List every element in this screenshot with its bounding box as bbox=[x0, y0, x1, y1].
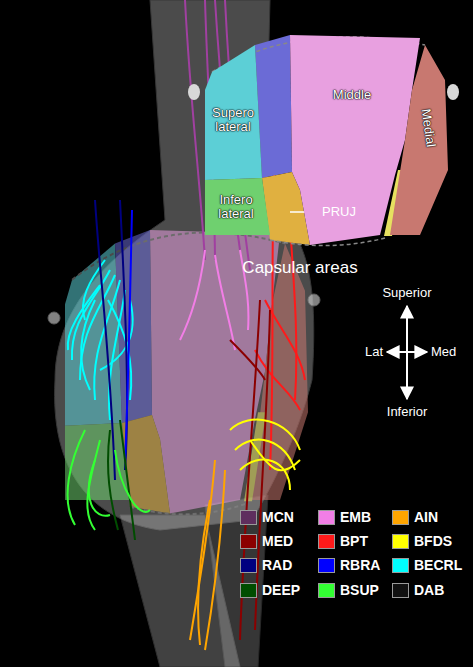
legend-entry: AIN bbox=[392, 509, 438, 525]
area-label: Supero lateral bbox=[208, 106, 258, 135]
inset-caption: Capsular areas bbox=[242, 259, 357, 278]
legend-swatch bbox=[318, 583, 335, 598]
direction-label: Lat bbox=[365, 345, 383, 359]
capsular-area: Supero lateral bbox=[205, 45, 262, 180]
legend-entry: BPT bbox=[318, 533, 368, 549]
legend-entry: MED bbox=[240, 533, 293, 549]
legend-entry: BSUP bbox=[318, 582, 379, 598]
legend-swatch bbox=[392, 558, 409, 573]
legend-entry: DAB bbox=[392, 582, 444, 598]
area-label: Infero lateral bbox=[210, 193, 262, 222]
orientation-arrows bbox=[387, 306, 427, 399]
legend-entry: EMB bbox=[318, 509, 371, 525]
legend-swatch bbox=[240, 583, 257, 598]
legend-swatch bbox=[240, 558, 257, 573]
legend-label: MED bbox=[262, 533, 293, 549]
area-callout: PRUJ bbox=[322, 205, 356, 219]
bone bbox=[48, 0, 320, 667]
direction-label: Inferior bbox=[387, 405, 427, 419]
legend-swatch bbox=[318, 534, 335, 549]
legend-label: BFDS bbox=[414, 533, 452, 549]
area-label: Middle bbox=[317, 88, 387, 102]
legend-label: DEEP bbox=[262, 582, 300, 598]
capsular-area: Infero lateral bbox=[205, 178, 270, 235]
legend-swatch bbox=[240, 510, 257, 525]
legend-swatch bbox=[392, 510, 409, 525]
legend-label: BPT bbox=[340, 533, 368, 549]
area-fill bbox=[205, 178, 270, 235]
legend-swatch bbox=[240, 534, 257, 549]
area-fill bbox=[390, 45, 448, 235]
legend-entry: RBRA bbox=[318, 557, 380, 573]
legend-swatch bbox=[318, 558, 335, 573]
legend-swatch bbox=[392, 583, 409, 598]
area-shape bbox=[390, 45, 448, 235]
legend-label: DAB bbox=[414, 582, 444, 598]
legend-entry: DEEP bbox=[240, 582, 300, 598]
area-fill bbox=[205, 45, 262, 180]
legend-label: BECRL bbox=[414, 557, 462, 573]
direction-label: Med bbox=[431, 345, 456, 359]
legend-entry: MCN bbox=[240, 509, 294, 525]
legend-entry: BECRL bbox=[392, 557, 462, 573]
legend-entry: BFDS bbox=[392, 533, 452, 549]
capsular-area: Medial bbox=[390, 45, 448, 235]
legend-swatch bbox=[318, 510, 335, 525]
inset-illustration bbox=[188, 35, 459, 246]
legend-label: RBRA bbox=[340, 557, 380, 573]
legend-label: RAD bbox=[262, 557, 292, 573]
legend-label: MCN bbox=[262, 509, 294, 525]
legend-entry: RAD bbox=[240, 557, 292, 573]
legend-label: AIN bbox=[414, 509, 438, 525]
nerve-branches bbox=[68, 0, 305, 650]
legend-label: EMB bbox=[340, 509, 371, 525]
legend-label: BSUP bbox=[340, 582, 379, 598]
legend-swatch bbox=[392, 534, 409, 549]
direction-label: Superior bbox=[382, 286, 431, 300]
